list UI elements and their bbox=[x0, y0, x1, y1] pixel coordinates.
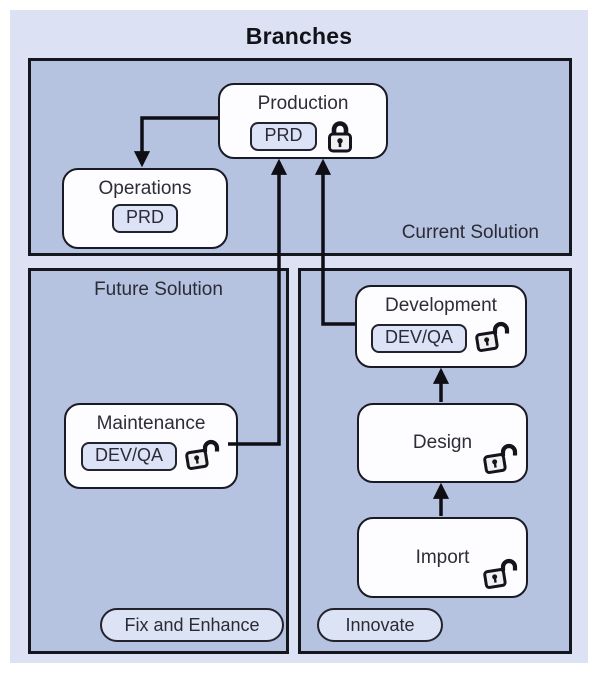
lock-open-icon bbox=[482, 443, 519, 477]
node-label: Development bbox=[385, 295, 497, 316]
node-label: Operations bbox=[98, 178, 192, 199]
diagram-title: Branches bbox=[245, 23, 353, 49]
lock-open-icon bbox=[474, 321, 511, 355]
node-label: Maintenance bbox=[96, 413, 206, 434]
innovate-tag: Innovate bbox=[317, 608, 443, 642]
node-import: Import bbox=[357, 517, 528, 598]
lock-closed-icon bbox=[324, 119, 356, 154]
node-label: Production bbox=[257, 93, 349, 114]
branch-badge: PRD bbox=[111, 204, 178, 233]
current-solution-label: Current Solution bbox=[401, 222, 539, 243]
node-development: Development DEV/QA bbox=[355, 285, 527, 368]
node-maintenance: Maintenance DEV/QA bbox=[64, 403, 238, 489]
branch-badge: DEV/QA bbox=[370, 323, 468, 353]
node-production: Production PRD bbox=[218, 83, 388, 159]
branch-badge: PRD bbox=[250, 122, 317, 151]
future-solution-label: Future Solution bbox=[94, 279, 223, 300]
node-design: Design bbox=[357, 403, 528, 483]
lock-open-icon bbox=[184, 439, 221, 473]
branch-badge: DEV/QA bbox=[80, 441, 178, 471]
node-label: Design bbox=[412, 432, 473, 453]
node-label: Import bbox=[415, 546, 470, 568]
node-operations: Operations PRD bbox=[62, 168, 228, 249]
fix-and-enhance-tag: Fix and Enhance bbox=[100, 608, 284, 642]
lock-open-icon bbox=[482, 558, 519, 592]
diagram-background: Branches Current Solution Future Solutio… bbox=[10, 10, 588, 663]
